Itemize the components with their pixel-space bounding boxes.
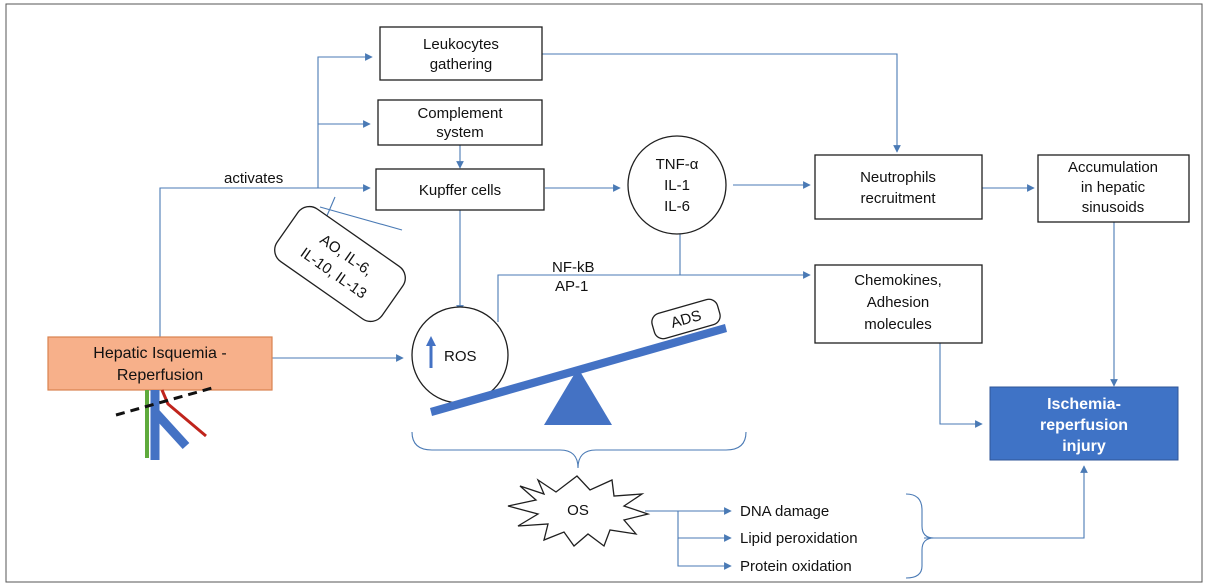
- accumulation-label-1: Accumulation: [1068, 159, 1158, 176]
- os-starburst: [507, 475, 651, 548]
- chemokines-box: [814, 264, 983, 344]
- injury-label-2: reperfusion: [1040, 417, 1128, 434]
- chemokines-to-injury-arrow: [939, 343, 983, 428]
- accumulation-label-3: sinusoids: [1082, 199, 1145, 216]
- inhibitors-group: AO, IL-6, IL-10, IL-13: [274, 205, 406, 323]
- leukocytes-to-neutrophils-arrow: [542, 53, 901, 153]
- ap1-label: AP-1: [555, 278, 588, 295]
- seesaw-fulcrum: [544, 368, 612, 425]
- os-label: OS: [567, 502, 589, 519]
- kupffer-box: [375, 168, 545, 211]
- hepatic-label-1: Hepatic Isquemia -: [93, 345, 226, 362]
- injury-label-3: injury: [1062, 438, 1106, 455]
- nfkb-label: NF-kB: [552, 259, 595, 276]
- os-to-protein-arrow: [677, 538, 732, 570]
- activates-label: activates: [224, 170, 283, 187]
- ros-up-arrowhead-icon: [426, 336, 436, 346]
- accumulation-box: [1037, 154, 1190, 223]
- outcome-lipid: Lipid peroxidation: [740, 530, 858, 547]
- cytokine-label-il6: IL-6: [664, 198, 690, 215]
- cytokines-circle: [627, 135, 727, 235]
- ros-label: ROS: [444, 348, 477, 365]
- neutrophils-label-1: Neutrophils: [860, 169, 936, 186]
- leukocytes-label-2: gathering: [430, 56, 493, 73]
- injury-box: [989, 386, 1179, 461]
- inhibition-bar: [319, 206, 403, 231]
- outcomes-to-injury-arrow: [924, 465, 1088, 539]
- hepatic-box: [47, 336, 273, 391]
- leukocytes-label-1: Leukocytes: [423, 36, 499, 53]
- inhibitors-box: [274, 205, 406, 323]
- accumulation-label-2: in hepatic: [1081, 179, 1146, 196]
- outcome-protein: Protein oxidation: [740, 558, 852, 575]
- injury-label-1: Ischemia-: [1047, 396, 1121, 413]
- vessel-icon: [115, 386, 213, 460]
- complement-label-2: system: [436, 124, 484, 141]
- cytokine-label-il1: IL-1: [664, 177, 690, 194]
- ads-box: [651, 298, 721, 340]
- complement-box: [377, 99, 543, 146]
- kupffer-label: Kupffer cells: [419, 182, 501, 199]
- leukocytes-box: [379, 26, 543, 81]
- ros-to-chemokines-arrow: [497, 271, 811, 322]
- complement-label-1: Complement: [417, 105, 503, 122]
- to-leukocytes-arrow: [317, 53, 373, 124]
- hepatic-label-2: Reperfusion: [117, 367, 203, 384]
- seesaw-brace: [411, 431, 747, 469]
- cytokine-label-tnf: TNF-α: [656, 156, 699, 173]
- outcomes-brace: [905, 493, 935, 579]
- ads-group: ADS: [651, 298, 721, 340]
- neutrophils-box: [814, 154, 983, 220]
- outcome-dna: DNA damage: [740, 503, 829, 520]
- activates-arrow: [159, 184, 371, 338]
- neutrophils-label-2: recruitment: [860, 190, 936, 207]
- chemokines-label-3: molecules: [864, 316, 932, 333]
- chemokines-label-1: Chemokines,: [854, 272, 942, 289]
- chemokines-label-2: Adhesion: [867, 294, 930, 311]
